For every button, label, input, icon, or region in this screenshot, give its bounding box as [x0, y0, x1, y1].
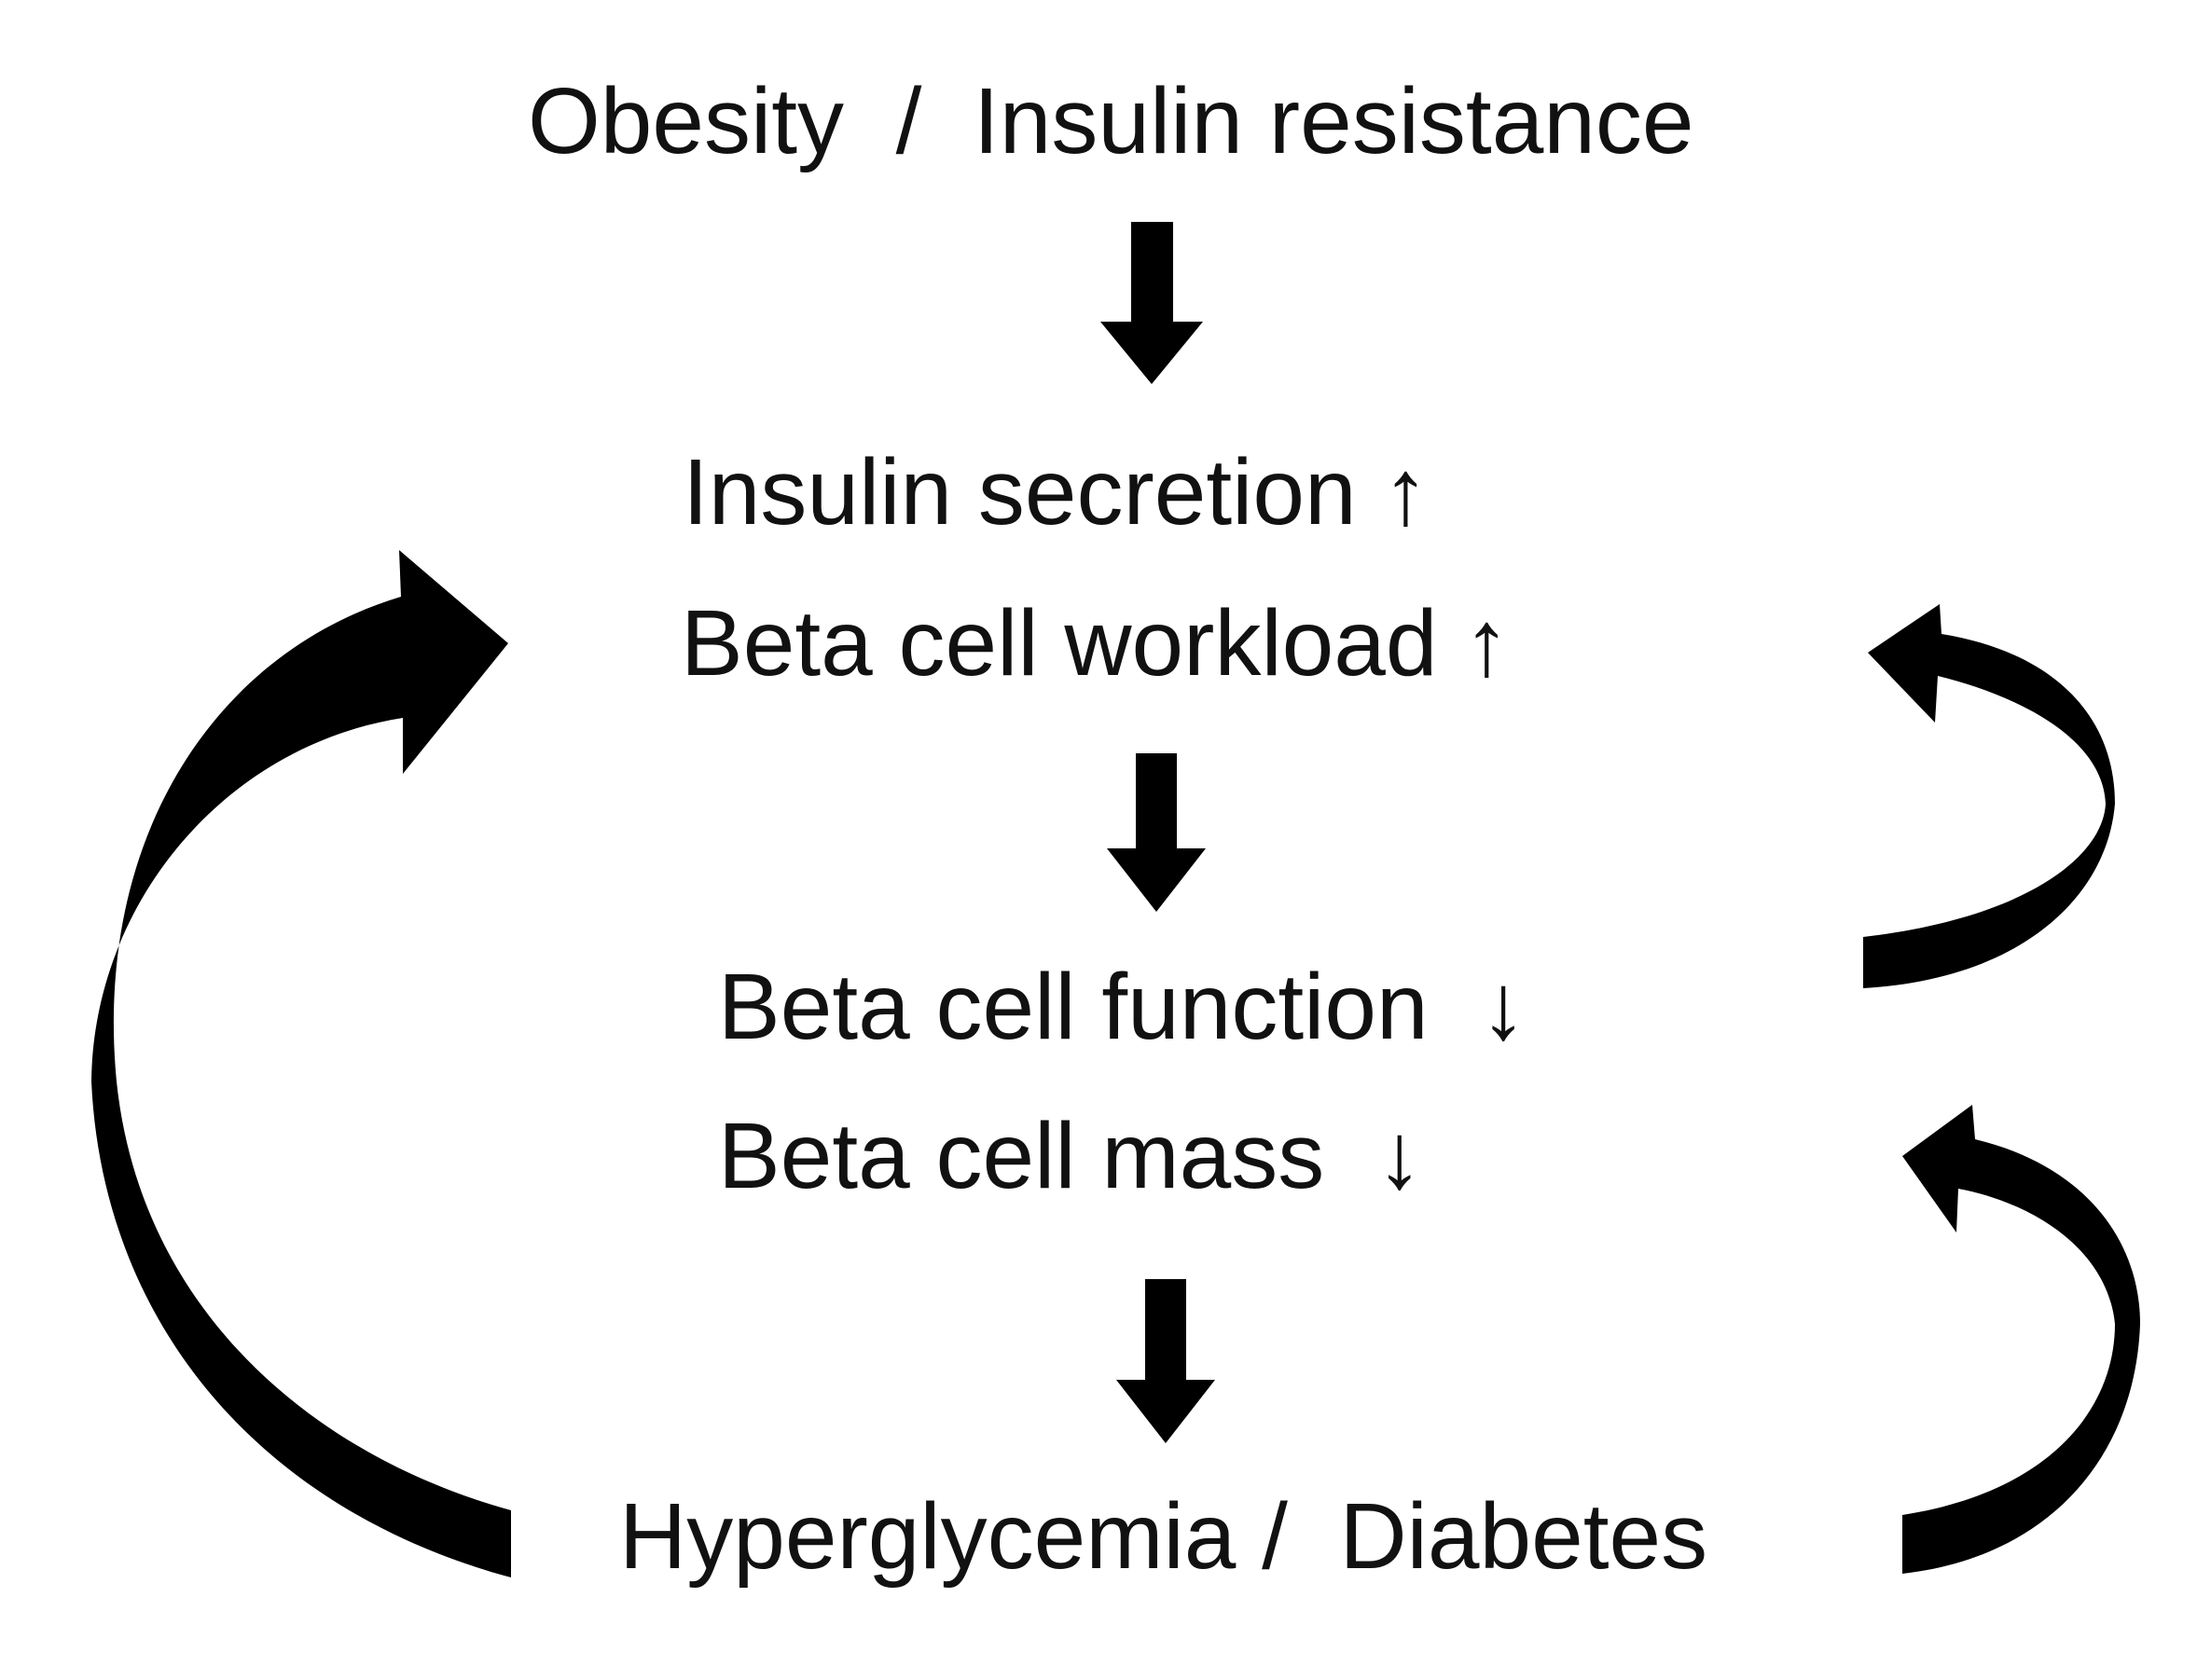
feedback-arrow-left	[91, 550, 511, 1577]
arrow-obesity-to-secretion	[1100, 222, 1203, 384]
node-beta-cell-mass: Beta cell mass ↓	[718, 1104, 1423, 1208]
arrow-mass-to-hyperglycemia	[1116, 1279, 1215, 1443]
node-beta-cell-workload: Beta cell workload ↑	[681, 591, 1511, 695]
node-obesity-insulin-resistance: Obesity / Insulin resistance	[528, 69, 1694, 173]
arrow-workload-to-function	[1107, 753, 1206, 912]
node-insulin-secretion: Insulin secretion ↑	[683, 440, 1430, 544]
node-beta-cell-function: Beta cell function ↓	[718, 955, 1527, 1059]
feedback-arrow-right-upper	[1863, 604, 2115, 988]
feedback-arrow-right-lower	[1902, 1105, 2140, 1574]
node-hyperglycemia-diabetes: Hyperglycemia / Diabetes	[619, 1484, 1708, 1589]
